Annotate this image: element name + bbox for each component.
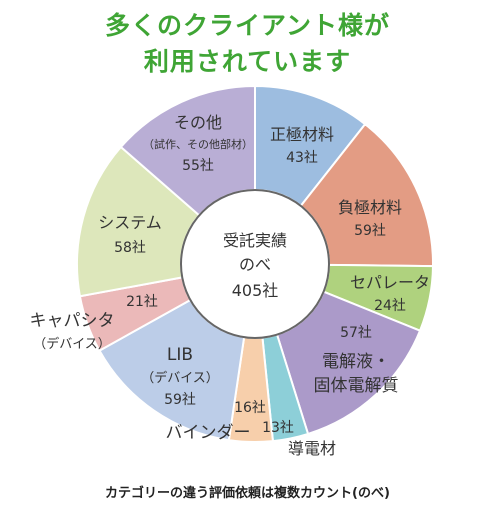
slice-label-10-line-1: その他	[174, 113, 222, 132]
outside-label-line-2: （デバイス）	[33, 336, 111, 352]
slice-label-4-line-2: 電解液・	[322, 352, 390, 372]
slice-label-5-line-2: 導電材	[288, 439, 336, 458]
slice-label-8-line-1: 21社	[126, 294, 158, 310]
slice-label-3-line-2: 24社	[374, 298, 406, 314]
slice-label-1-line-2: 43社	[286, 150, 318, 166]
headline-line-2: 利用されています	[143, 47, 352, 76]
slice-label-9-line-1: システム	[98, 213, 162, 232]
slice-label-4-line-3: 固体電解質	[314, 376, 399, 396]
slice-label-6-line-1: 16社	[234, 400, 266, 416]
center-label-title: 受託実績	[223, 231, 287, 250]
slice-label-9-line-2: 58社	[114, 240, 146, 256]
slice-label-7-line-1: LIB	[167, 345, 193, 365]
center-label-sub: のべ	[239, 255, 271, 274]
donut-center	[180, 189, 330, 339]
slice-label-7-line-3: 59社	[164, 392, 196, 408]
slice-label-6-line-2: バインダー	[166, 423, 251, 443]
slice-label-5-line-1: 13社	[262, 420, 294, 436]
center-label-total: 405社	[232, 281, 279, 300]
slice-label-1-line-1: 正極材料	[270, 125, 334, 144]
chart-caption: カテゴリーの違う評価依頼は複数カウント(のべ)	[105, 486, 390, 501]
slice-label-4-line-1: 57社	[340, 325, 372, 341]
headline-line-1: 多くのクライアント様が	[104, 11, 390, 40]
slice-label-2-line-1: 負極材料	[338, 198, 402, 217]
slice-label-2-line-2: 59社	[354, 223, 386, 239]
slice-label-3-line-1: セパレータ	[350, 273, 430, 292]
outside-label-line-1: キャパシタ	[30, 311, 115, 331]
slice-label-10-line-2: （試作、その他部材）	[143, 137, 253, 151]
slice-label-7-line-2: （デバイス）	[141, 370, 219, 386]
slice-label-10-line-3: 55社	[182, 158, 214, 174]
